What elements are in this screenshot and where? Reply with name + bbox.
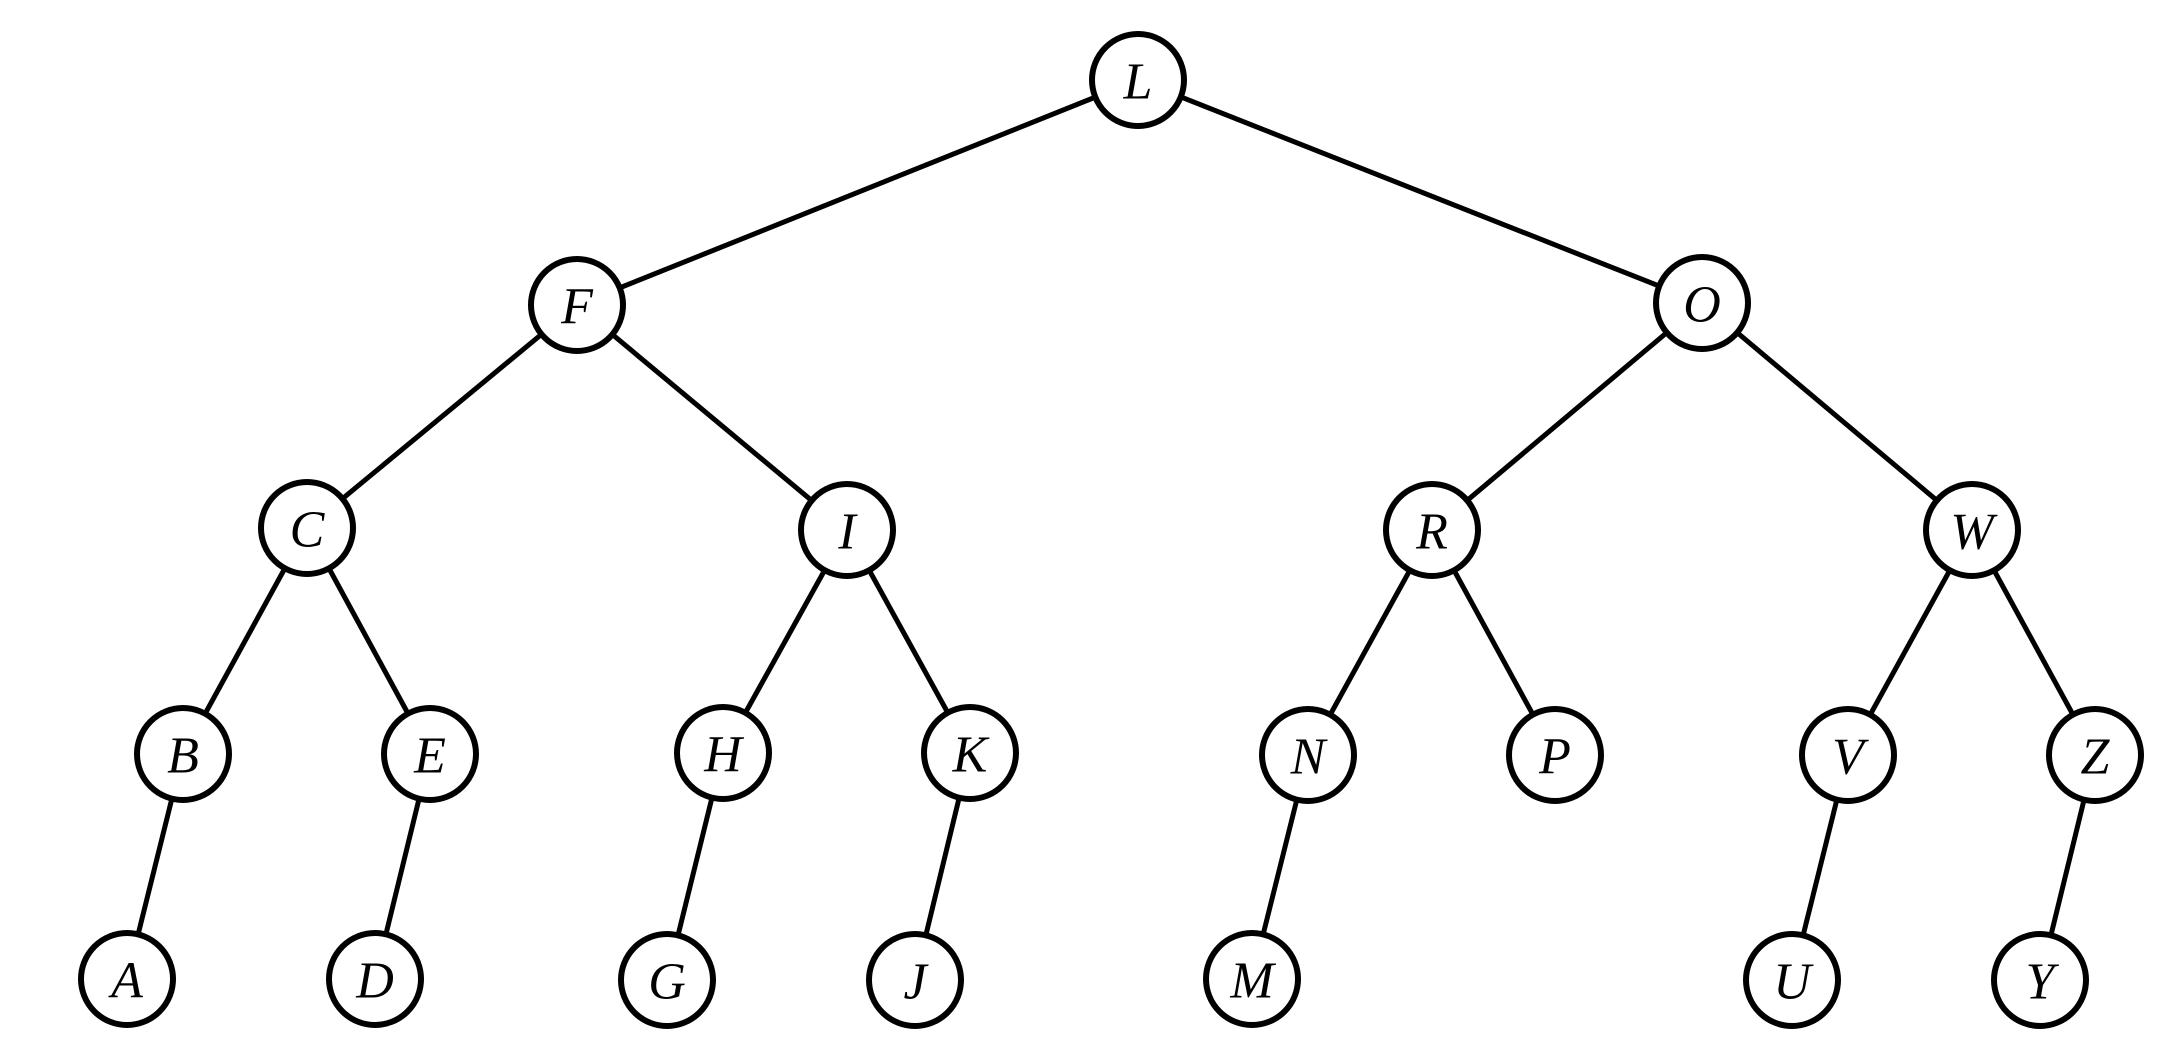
tree-node-label-J: J <box>903 954 929 1011</box>
tree-nodes: L F O C I R W B E H K N P V Z A D G J M U Y <box>78 31 2144 1029</box>
tree-node-label-G: G <box>648 954 686 1011</box>
tree-node-B: B <box>134 705 232 803</box>
tree-node-circle-H <box>674 704 772 802</box>
tree-node-J: J <box>866 931 964 1029</box>
tree-node-label-C: C <box>290 502 326 559</box>
tree-node-O: O <box>1653 254 1751 352</box>
tree-node-circle-N <box>1259 706 1357 804</box>
tree-node-circle-W <box>1923 481 2021 579</box>
tree-node-I: I <box>798 481 896 579</box>
tree-node-N: N <box>1259 706 1357 804</box>
tree-node-A: A <box>78 930 176 1028</box>
tree-node-D: D <box>326 930 424 1028</box>
tree-node-label-R: R <box>1415 504 1448 561</box>
tree-node-circle-G <box>618 931 716 1029</box>
tree-node-G: G <box>618 931 716 1029</box>
tree-edge-L-F <box>576 77 1139 308</box>
tree-node-label-E: E <box>413 728 446 785</box>
tree-node-label-P: P <box>1538 729 1571 786</box>
tree-node-label-D: D <box>355 953 394 1010</box>
tree-node-circle-M <box>1203 930 1301 1028</box>
tree-node-circle-V <box>1799 706 1897 804</box>
tree-node-M: M <box>1203 930 1301 1028</box>
tree-node-label-V: V <box>1832 729 1869 786</box>
tree-node-circle-A <box>78 930 176 1028</box>
tree-node-label-K: K <box>952 727 990 784</box>
tree-node-U: U <box>1743 931 1841 1029</box>
tree-node-circle-U <box>1743 931 1841 1029</box>
tree-node-circle-D <box>326 930 424 1028</box>
tree-node-circle-R <box>1383 481 1481 579</box>
tree-edge-F-I <box>575 303 849 532</box>
tree-node-circle-Z <box>2046 706 2144 804</box>
tree-node-circle-J <box>866 931 964 1029</box>
tree-node-circle-P <box>1506 706 1604 804</box>
tree-node-label-B: B <box>167 728 199 785</box>
tree-node-V: V <box>1799 706 1897 804</box>
tree-node-label-L: L <box>1123 54 1153 111</box>
tree-node-label-U: U <box>1773 954 1814 1011</box>
tree-node-F: F <box>528 256 626 354</box>
tree-node-label-I: I <box>837 504 858 561</box>
tree-node-circle-E <box>381 705 479 803</box>
tree-node-circle-K <box>921 704 1019 802</box>
tree-node-label-H: H <box>703 727 744 784</box>
tree-node-circle-Y <box>1991 931 2089 1029</box>
tree-node-label-F: F <box>560 279 594 336</box>
tree-node-label-Y: Y <box>2026 954 2060 1011</box>
tree-node-label-A: A <box>108 953 143 1010</box>
tree-edge-L-O <box>1137 77 1703 306</box>
tree-node-label-M: M <box>1229 953 1276 1010</box>
tree-node-H: H <box>674 704 772 802</box>
tree-node-label-O: O <box>1683 277 1721 334</box>
tree-node-Z: Z <box>2046 706 2144 804</box>
tree-edge-O-W <box>1700 301 1974 532</box>
tree-node-circle-F <box>528 256 626 354</box>
tree-edge-O-R <box>1430 301 1704 532</box>
tree-edge-F-C <box>305 303 579 530</box>
tree-node-circle-L <box>1089 31 1187 129</box>
tree-node-R: R <box>1383 481 1481 579</box>
tree-node-W: W <box>1923 481 2021 579</box>
tree-node-Y: Y <box>1991 931 2089 1029</box>
tree-node-circle-O <box>1653 254 1751 352</box>
tree-node-circle-C <box>258 479 356 577</box>
tree-node-circle-B <box>134 705 232 803</box>
tree-edges <box>124 77 2098 981</box>
tree-node-circle-I <box>798 481 896 579</box>
tree-node-K: K <box>921 704 1019 802</box>
tree-node-label-W: W <box>1950 504 1998 561</box>
tree-node-L: L <box>1089 31 1187 129</box>
tree-node-label-Z: Z <box>2081 729 2111 786</box>
tree-node-E: E <box>381 705 479 803</box>
tree-node-label-N: N <box>1290 729 1329 786</box>
tree-node-P: P <box>1506 706 1604 804</box>
tree-node-C: C <box>258 479 356 577</box>
